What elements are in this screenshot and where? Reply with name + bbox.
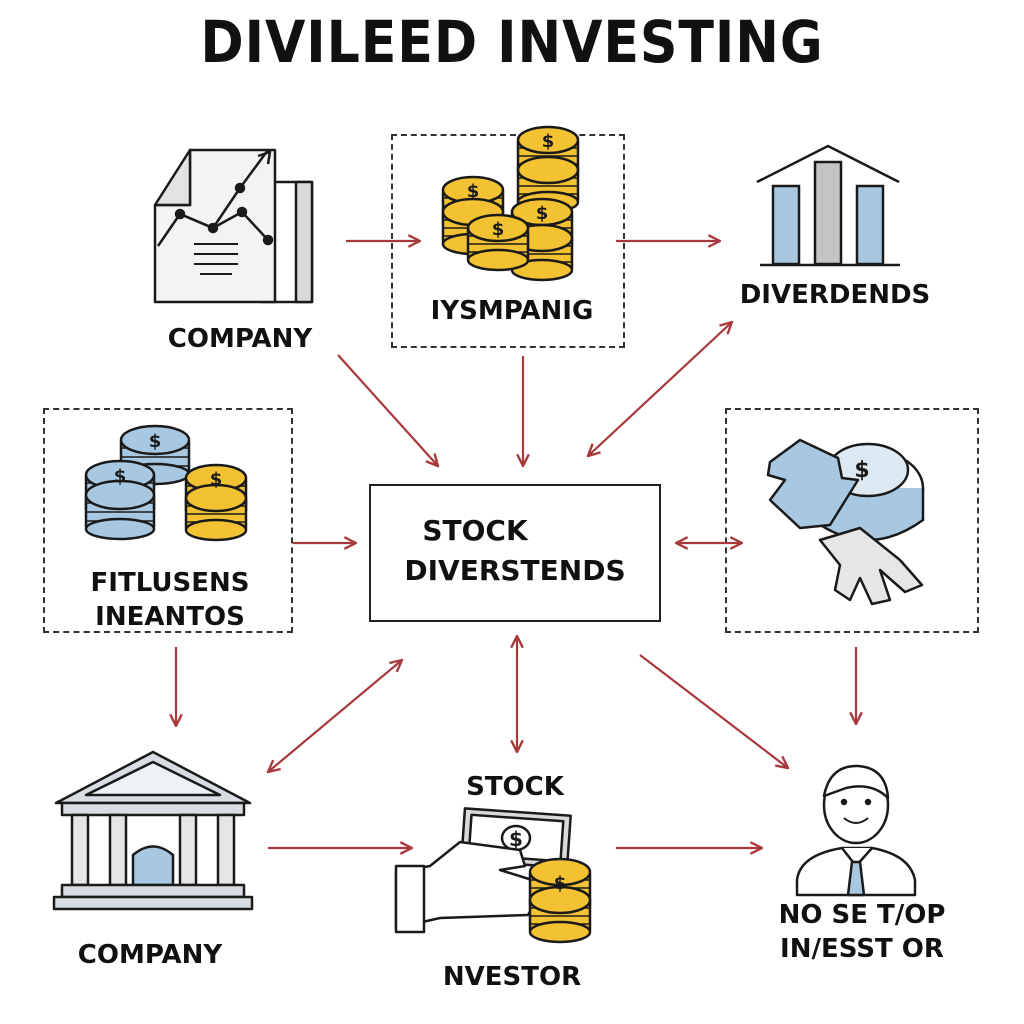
- investor-middle-top-label: STOCK: [466, 772, 564, 802]
- center-node-line1: STOCK: [422, 514, 528, 547]
- arrow-center-bank: [268, 660, 402, 772]
- diagram-title: DIVILEED INVESTING: [200, 8, 824, 76]
- svg-text:$: $: [467, 181, 480, 202]
- arrow-company-to-center: [337, 354, 438, 466]
- svg-text:$: $: [149, 431, 162, 452]
- investor-right-label: NO SE T/OP IN/ESST OR: [752, 898, 972, 966]
- bar-chart-building-icon: [756, 144, 900, 267]
- dividends-label: DIVERDENDS: [739, 280, 931, 310]
- svg-text:$: $: [536, 203, 549, 224]
- funds-frame: [43, 408, 293, 633]
- funds-label: FITLUSENS INEANTOS: [60, 566, 280, 634]
- svg-text:$: $: [854, 458, 869, 483]
- svg-text:$: $: [492, 219, 505, 240]
- center-node-box: [369, 484, 661, 622]
- arrows: [176, 241, 856, 848]
- center-node-line2: DIVERSTENDS: [404, 554, 626, 587]
- person-investor-icon: [795, 764, 917, 897]
- svg-text:$: $: [542, 131, 555, 152]
- hand-money-coins-icon: $ $: [394, 807, 592, 944]
- center-node-label: STOCK DIVERSTENDS: [369, 511, 661, 591]
- hands-frame: [725, 408, 979, 633]
- investor-right-line2: IN/ESST OR: [780, 934, 944, 964]
- svg-text:$: $: [509, 827, 523, 851]
- coin-stacks-icon-top: $ $ $ $: [441, 125, 580, 282]
- company-bottom-label: COMPANY: [77, 940, 223, 970]
- coins-top-label: IYSMPANIG: [430, 296, 594, 326]
- funds-label-line2: INEANTOS: [95, 602, 245, 632]
- investor-right-line1: NO SE T/OP: [778, 900, 946, 930]
- hand-coin-icon: $: [766, 438, 925, 606]
- arrow-center-to-person: [639, 654, 788, 768]
- svg-text:$: $: [114, 466, 127, 487]
- company-top-label: COMPANY: [167, 324, 313, 354]
- svg-text:$: $: [210, 469, 223, 490]
- coin-stacks-icon-funds: $ $ $: [84, 424, 248, 542]
- funds-label-line1: FITLUSENS: [90, 568, 250, 598]
- bank-building-icon: [52, 750, 254, 911]
- arrow-dividends-center: [588, 322, 732, 456]
- investor-middle-bottom-label: NVESTOR: [442, 962, 582, 992]
- chart-document-icon: [153, 148, 314, 304]
- svg-text:$: $: [554, 873, 567, 894]
